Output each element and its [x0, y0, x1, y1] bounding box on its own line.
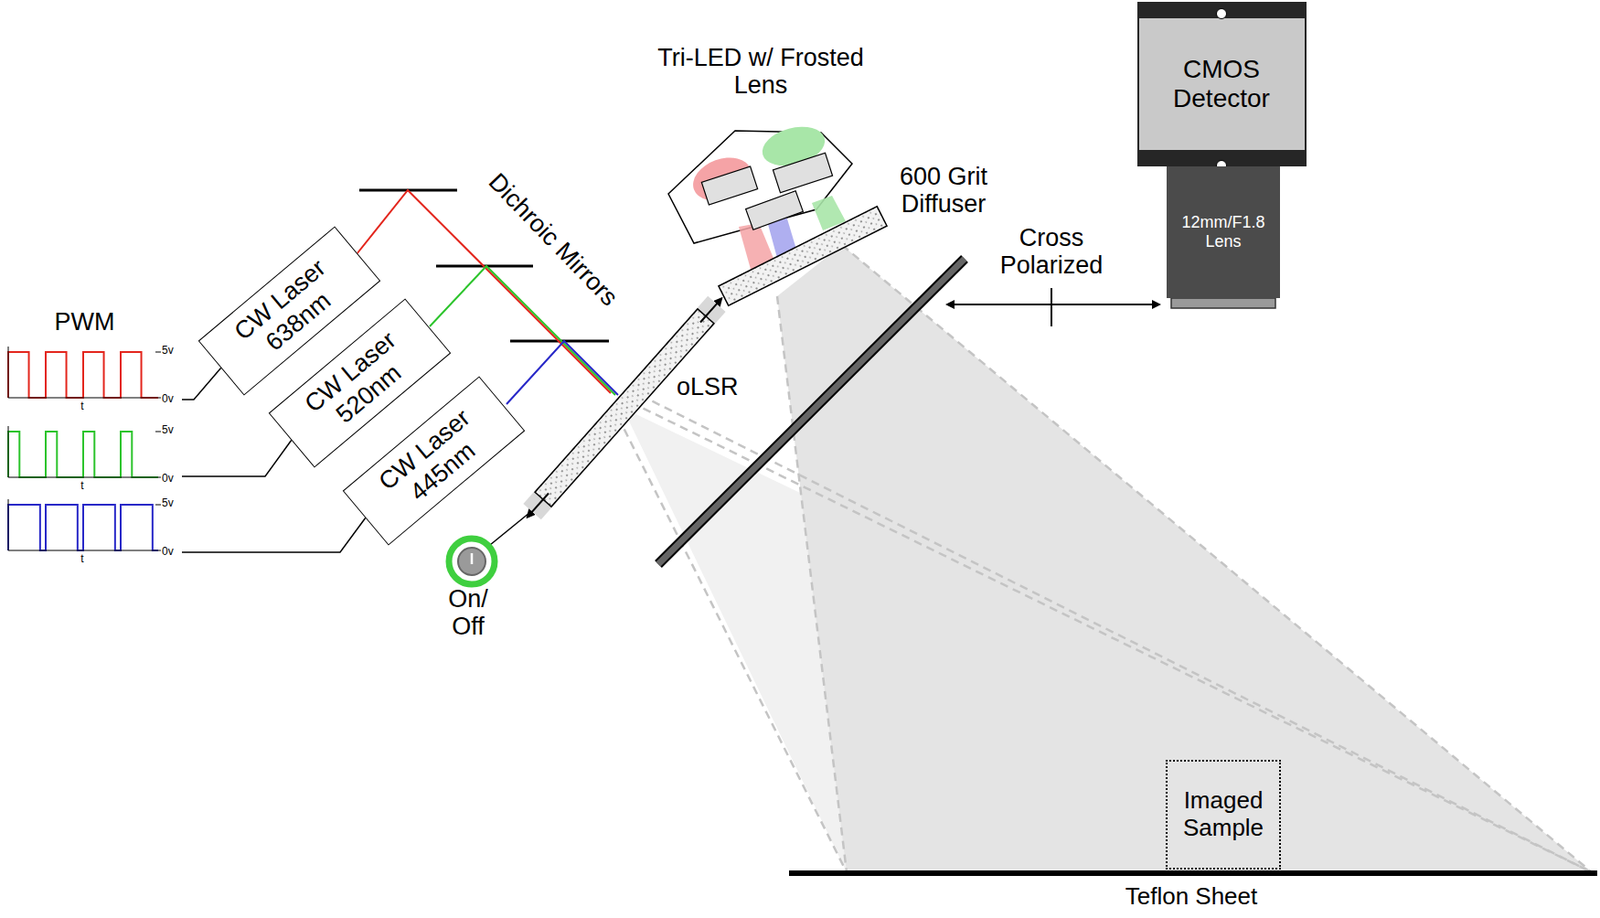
part-label: Dichroic Mirrors [469, 154, 637, 325]
pwm-waveforms [8, 346, 161, 551]
voltage-label: 5v [161, 497, 190, 510]
led-light-cone [777, 245, 1592, 873]
power-button [448, 538, 495, 585]
node-text: Imaged Sample [1173, 787, 1274, 843]
part-label: oLSR [676, 373, 750, 401]
node-text: CMOS Detector [1152, 54, 1291, 114]
part-label: 600 Grit Diffuser [879, 162, 1008, 218]
node-text: 12mm/F1.8 Lens [1173, 213, 1273, 251]
polarizer-plate-fill [658, 258, 965, 565]
voltage-label: 5v [161, 424, 190, 437]
camera-body: CMOS Detector [1137, 1, 1307, 167]
camera-lens: 12mm/F1.8 Lens [1166, 166, 1280, 299]
figure-heading: PWM [45, 308, 124, 336]
voltage-label: 0v [161, 545, 190, 558]
part-label: Tri-LED w/ Frosted Lens [650, 43, 871, 99]
voltage-label: 0v [161, 393, 190, 406]
polarization-arrow [947, 303, 1160, 306]
polarization-tick [1050, 288, 1053, 327]
diffuser [718, 206, 887, 307]
axis-label: t [76, 480, 88, 492]
sample-box: Imaged Sample [1165, 759, 1281, 870]
part-label: Cross Polarized [964, 224, 1139, 279]
olsr-rod [518, 290, 731, 526]
part-label: Teflon Sheet [1090, 883, 1292, 910]
axis-label: t [76, 553, 88, 566]
node-text: CW Laser 445nm [362, 394, 505, 527]
cone-edges [618, 245, 1592, 873]
voltage-label: 5v [161, 344, 190, 357]
screw [1216, 8, 1227, 20]
axis-label: t [76, 400, 88, 413]
voltage-label: 0v [161, 472, 190, 485]
teflon-sheet [789, 870, 1598, 876]
button-label: On/ Off [435, 585, 502, 640]
polarizer-filter [1171, 298, 1276, 309]
polarizer-plate [658, 258, 965, 565]
